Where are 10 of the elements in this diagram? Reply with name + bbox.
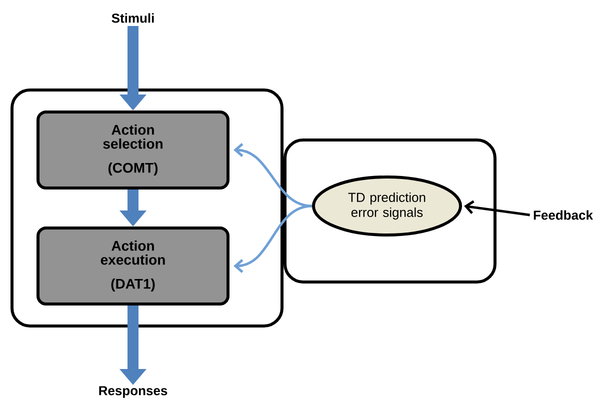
process-box: Action selection (COMT) xyxy=(36,110,230,190)
arrow xyxy=(464,200,530,216)
node-label: Responses xyxy=(99,386,168,398)
container-box xyxy=(284,138,496,284)
arrow xyxy=(234,143,312,208)
node-label: Feedback xyxy=(534,210,593,220)
arrow xyxy=(234,204,312,273)
container-box xyxy=(10,88,284,328)
node-label: Stimuli xyxy=(112,13,154,23)
process-box: Action execution (DAT1) xyxy=(36,226,230,306)
